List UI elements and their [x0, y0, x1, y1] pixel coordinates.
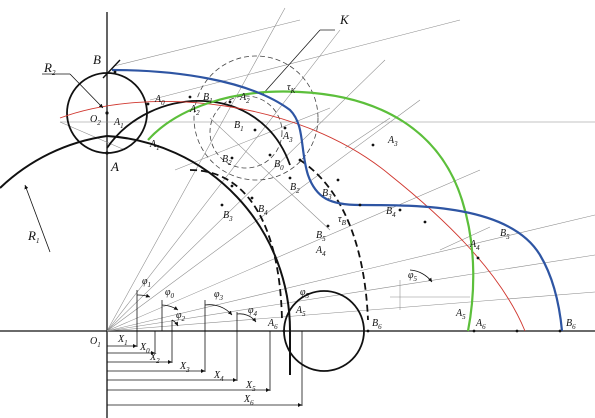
label-A3-prime: A3 — [387, 135, 398, 148]
label-phi3: φ3 — [214, 289, 224, 302]
label-B6: B6 — [372, 318, 382, 331]
label-K: K — [339, 12, 350, 27]
label-X2: X2 — [149, 352, 160, 365]
label-B1: B1 — [203, 92, 213, 105]
label-B6-prime: B6 — [566, 318, 576, 331]
blue-curve — [111, 68, 564, 332]
label-A1: A1 — [113, 117, 124, 130]
label-A3: A3 — [282, 131, 293, 144]
label-tau-B: τB — [338, 214, 347, 227]
label-phi1: φ1 — [142, 276, 151, 289]
label-A6-prime: A6 — [475, 318, 486, 331]
label-phi2: φ2 — [176, 310, 186, 323]
label-A: A — [110, 159, 119, 174]
black-dashed-arc — [189, 169, 283, 321]
outer-dashed-arc — [299, 159, 369, 321]
red-curve — [59, 101, 526, 332]
label-O2: O2 — [90, 114, 101, 127]
K-leader-line — [261, 29, 321, 96]
label-phi5-right: φ5 — [408, 270, 418, 283]
label-phi5: φ5 — [300, 287, 310, 300]
label-B3-prime: B3 — [322, 188, 332, 201]
label-A4-prime: A4 — [469, 239, 480, 252]
K-outer-dashed-circle — [193, 55, 319, 181]
K-inner-dashed-circle — [209, 95, 283, 169]
green-curve — [147, 90, 475, 332]
label-A2-prime: A2 — [239, 92, 250, 105]
label-B4-prime: B4 — [386, 206, 396, 219]
upper-black-arc — [106, 100, 291, 166]
label-A1-prime: A1 — [149, 139, 160, 152]
label-A5-prime: A5 — [455, 308, 466, 321]
R1-leader — [24, 184, 51, 253]
label-B5-prime: B5 — [500, 228, 510, 241]
label-B5: B5 — [316, 230, 326, 243]
label-X1: X1 — [117, 334, 128, 347]
label-B1-prime: B1 — [234, 120, 244, 133]
R2-leader — [69, 73, 104, 109]
label-A6: A6 — [267, 318, 278, 331]
label-B: B — [93, 52, 101, 67]
label-phi4: φ4 — [248, 305, 258, 318]
label-B2: B2 — [222, 154, 232, 167]
label-A0: A0 — [154, 94, 165, 107]
base-circle-R1 — [0, 134, 292, 375]
label-B4: B4 — [258, 204, 268, 217]
label-tau-K: τK — [287, 82, 296, 95]
angle-arcs — [136, 269, 433, 331]
label-B0: B0 — [274, 159, 284, 172]
label-A5: A5 — [295, 305, 306, 318]
label-phi0: φ0 — [165, 287, 175, 300]
label-B3: B3 — [223, 210, 233, 223]
label-R1: R1 — [27, 228, 39, 245]
label-R2: R2 — [43, 60, 56, 77]
label-X3: X3 — [179, 361, 190, 374]
label-X4: X4 — [213, 370, 224, 383]
label-X6: X6 — [243, 394, 254, 407]
label-X0: X0 — [139, 342, 150, 355]
diagram-points — [105, 70, 562, 333]
label-O1: O1 — [90, 336, 101, 349]
label-A4: A4 — [315, 245, 326, 258]
label-X5: X5 — [245, 380, 256, 393]
B-top-tick — [102, 59, 121, 79]
label-A2: A2 — [189, 104, 200, 117]
label-B2-prime: B2 — [290, 182, 300, 195]
x-dimensions — [107, 331, 303, 407]
construction-lines — [59, 7, 595, 332]
